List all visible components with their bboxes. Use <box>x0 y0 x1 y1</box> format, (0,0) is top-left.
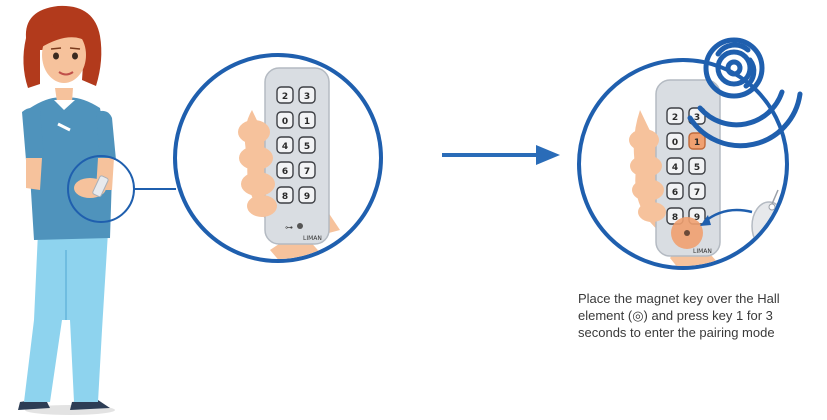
caption-line-3: seconds to enter the pairing mode <box>578 324 823 341</box>
caption-line-1: Place the magnet key over the Hall <box>578 290 823 307</box>
key-8-label: 8 <box>282 192 288 202</box>
svg-text:LIMAN: LIMAN <box>760 236 776 242</box>
key-1-label: 1 <box>304 117 310 127</box>
key-0-label: 0 <box>282 117 288 127</box>
key-2-label: 2 <box>672 113 678 123</box>
key-6-label: 6 <box>282 167 288 177</box>
key-7-label: 7 <box>304 167 310 177</box>
remote-brand-left: LIMAN <box>303 235 322 242</box>
key-1-label: 1 <box>694 138 700 148</box>
caption-line-2: element (◎) and press key 1 for 3 <box>578 307 823 324</box>
arrow-right-icon <box>442 145 560 165</box>
key-5-label: 5 <box>304 142 310 152</box>
key-4-label: 4 <box>672 163 678 173</box>
key-6-label: 6 <box>672 188 678 198</box>
key-4-label: 4 <box>282 142 288 152</box>
key-5-label: 5 <box>694 163 700 173</box>
instruction-caption: Place the magnet key over the Hall eleme… <box>578 290 823 341</box>
key-0-label: 0 <box>672 138 678 148</box>
svg-text:⊶: ⊶ <box>285 223 293 232</box>
key-9-label: 9 <box>304 192 310 202</box>
remote-brand-right: LIMAN <box>693 248 712 255</box>
key-2-label: 2 <box>282 92 288 102</box>
nurse-illustration <box>18 6 116 415</box>
key-3-label: 3 <box>304 92 310 102</box>
zoom-circle-left: 2 3 0 1 4 5 6 7 8 9 ⊶ LIMAN <box>175 55 381 320</box>
key-7-label: 7 <box>694 188 700 198</box>
